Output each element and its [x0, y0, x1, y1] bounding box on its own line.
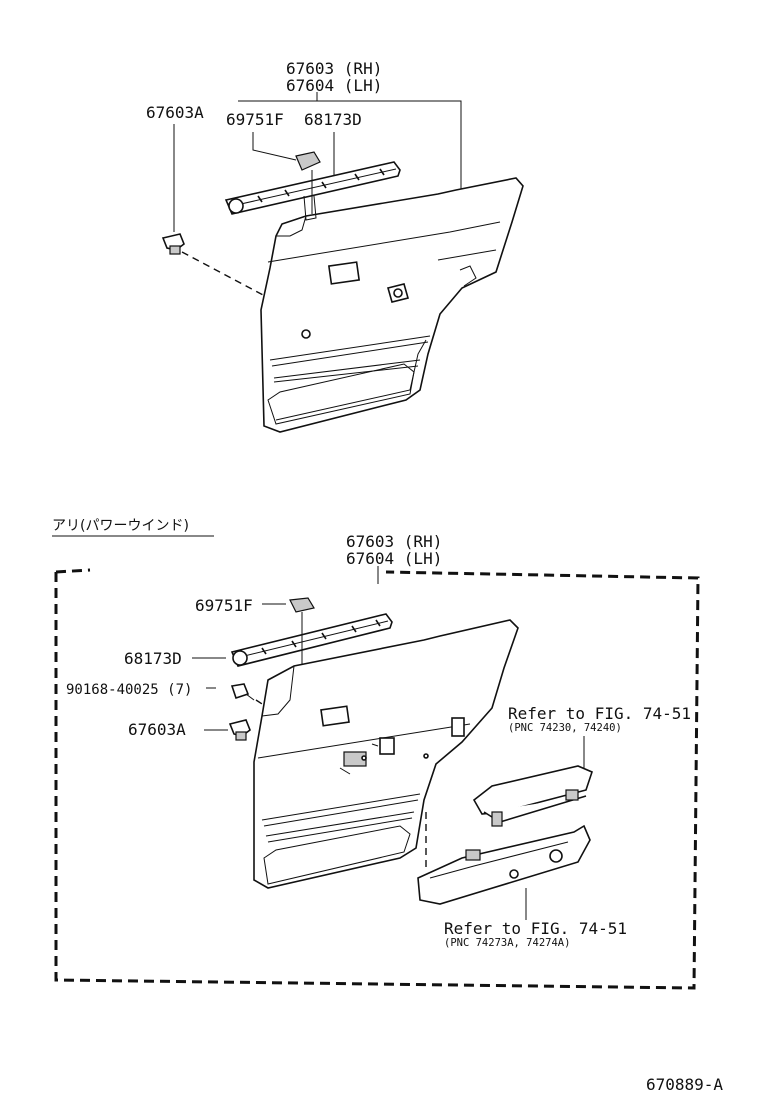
- top-door-panel: [260, 177, 524, 433]
- bottom-weatherstrip: [230, 613, 393, 667]
- top-assembly: 67603 (RH) 67604 (LH) 67603A 69751F 6817…: [146, 59, 524, 433]
- bottom-weatherstrip-label: 68173D: [124, 649, 182, 668]
- top-panel-lh-label: 67604 (LH): [286, 76, 382, 95]
- top-panel-rh-label: 67603 (RH): [286, 59, 382, 78]
- top-clip: [161, 233, 185, 255]
- bottom-cover-label: 69751F: [195, 596, 253, 615]
- ref2-title: Refer to FIG. 74-51: [444, 919, 627, 938]
- top-panel-leader: [238, 100, 462, 190]
- bottom-frame: [54, 570, 700, 990]
- bottom-heading: アリ(パワーウインド): [52, 518, 189, 534]
- figure-code: 670889-A: [646, 1075, 723, 1094]
- bottom-panel-rh-label: 67603 (RH): [346, 532, 442, 551]
- bottom-clip-label: 67603A: [128, 720, 186, 739]
- bottom-armrest-upper: [472, 765, 593, 827]
- bottom-door-panel: [253, 619, 519, 889]
- top-clip-label: 67603A: [146, 103, 204, 122]
- bottom-assembly: アリ(パワーウインド) 67603 (RH) 67604 (LH) 69751F…: [52, 518, 700, 990]
- top-cover-label: 69751F: [226, 110, 284, 129]
- bottom-cover: [289, 597, 315, 613]
- top-cover: [295, 151, 321, 171]
- bottom-clip: [228, 719, 251, 741]
- bottom-armrest-lower: [417, 824, 591, 905]
- bottom-panel-lh-label: 67604 (LH): [346, 549, 442, 568]
- ref2-pnc: (PNC 74273A, 74274A): [444, 937, 570, 949]
- top-weatherstrip-label: 68173D: [304, 110, 362, 129]
- top-weatherstrip: [224, 161, 401, 215]
- bottom-screw-label: 90168-40025 (7): [66, 682, 192, 698]
- top-cover-leader: [252, 132, 297, 161]
- ref1-title: Refer to FIG. 74-51: [508, 704, 691, 723]
- ref1-pnc: (PNC 74230, 74240): [508, 722, 622, 734]
- top-clip-dash: [181, 251, 266, 297]
- bottom-screw: [230, 683, 255, 701]
